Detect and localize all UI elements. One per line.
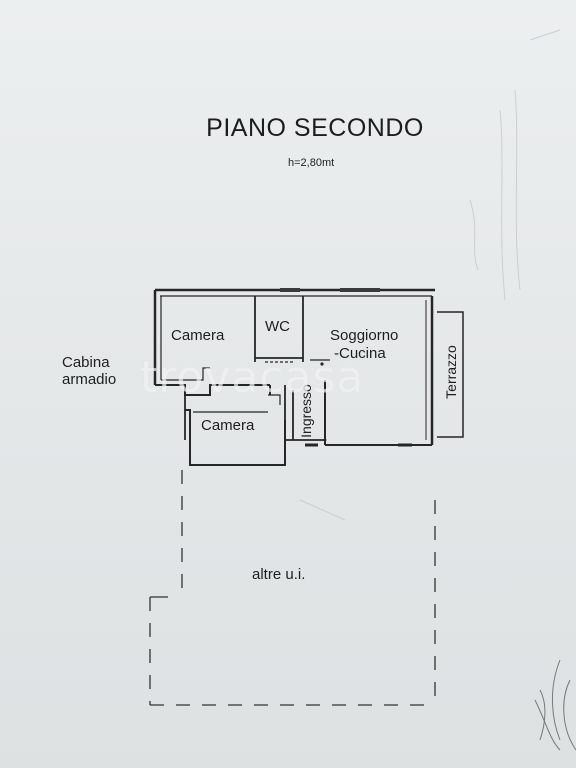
bleed-through-marks	[299, 29, 561, 521]
room-label-cabina: Cabina	[62, 354, 110, 371]
room-label-camera-bottom: Camera	[201, 417, 255, 434]
terrazzo-outline	[437, 311, 464, 438]
room-label-armadio: armadio	[62, 371, 117, 388]
wall-step-inner	[161, 367, 210, 381]
room-label-camera-top: Camera	[171, 327, 225, 344]
ceiling-height-note: h=2,80mt	[288, 157, 335, 169]
wc-walls	[254, 296, 304, 362]
camera-bottom-inner	[193, 394, 281, 413]
plan-title: PIANO SECONDO	[206, 114, 424, 142]
room-label-soggiorno: Soggiorno	[330, 327, 399, 344]
walls	[153, 288, 464, 466]
ink-blot	[534, 659, 576, 751]
door-pivot-2	[323, 438, 327, 442]
room-label-terrazzo: Terrazzo	[443, 345, 459, 399]
room-label-wc: WC	[265, 318, 290, 335]
wall-step	[155, 384, 270, 396]
camera-bottom-walls	[185, 385, 286, 466]
altre-ui-outline	[149, 470, 436, 706]
door-pivot	[320, 362, 324, 366]
area-label-altre-ui: altre u.i.	[252, 566, 306, 583]
watermark-logo: trovacasa	[140, 352, 365, 403]
room-label-cucina: -Cucina	[334, 345, 386, 362]
soggiorno-bottom	[324, 380, 432, 446]
ingresso-walls	[284, 385, 325, 441]
